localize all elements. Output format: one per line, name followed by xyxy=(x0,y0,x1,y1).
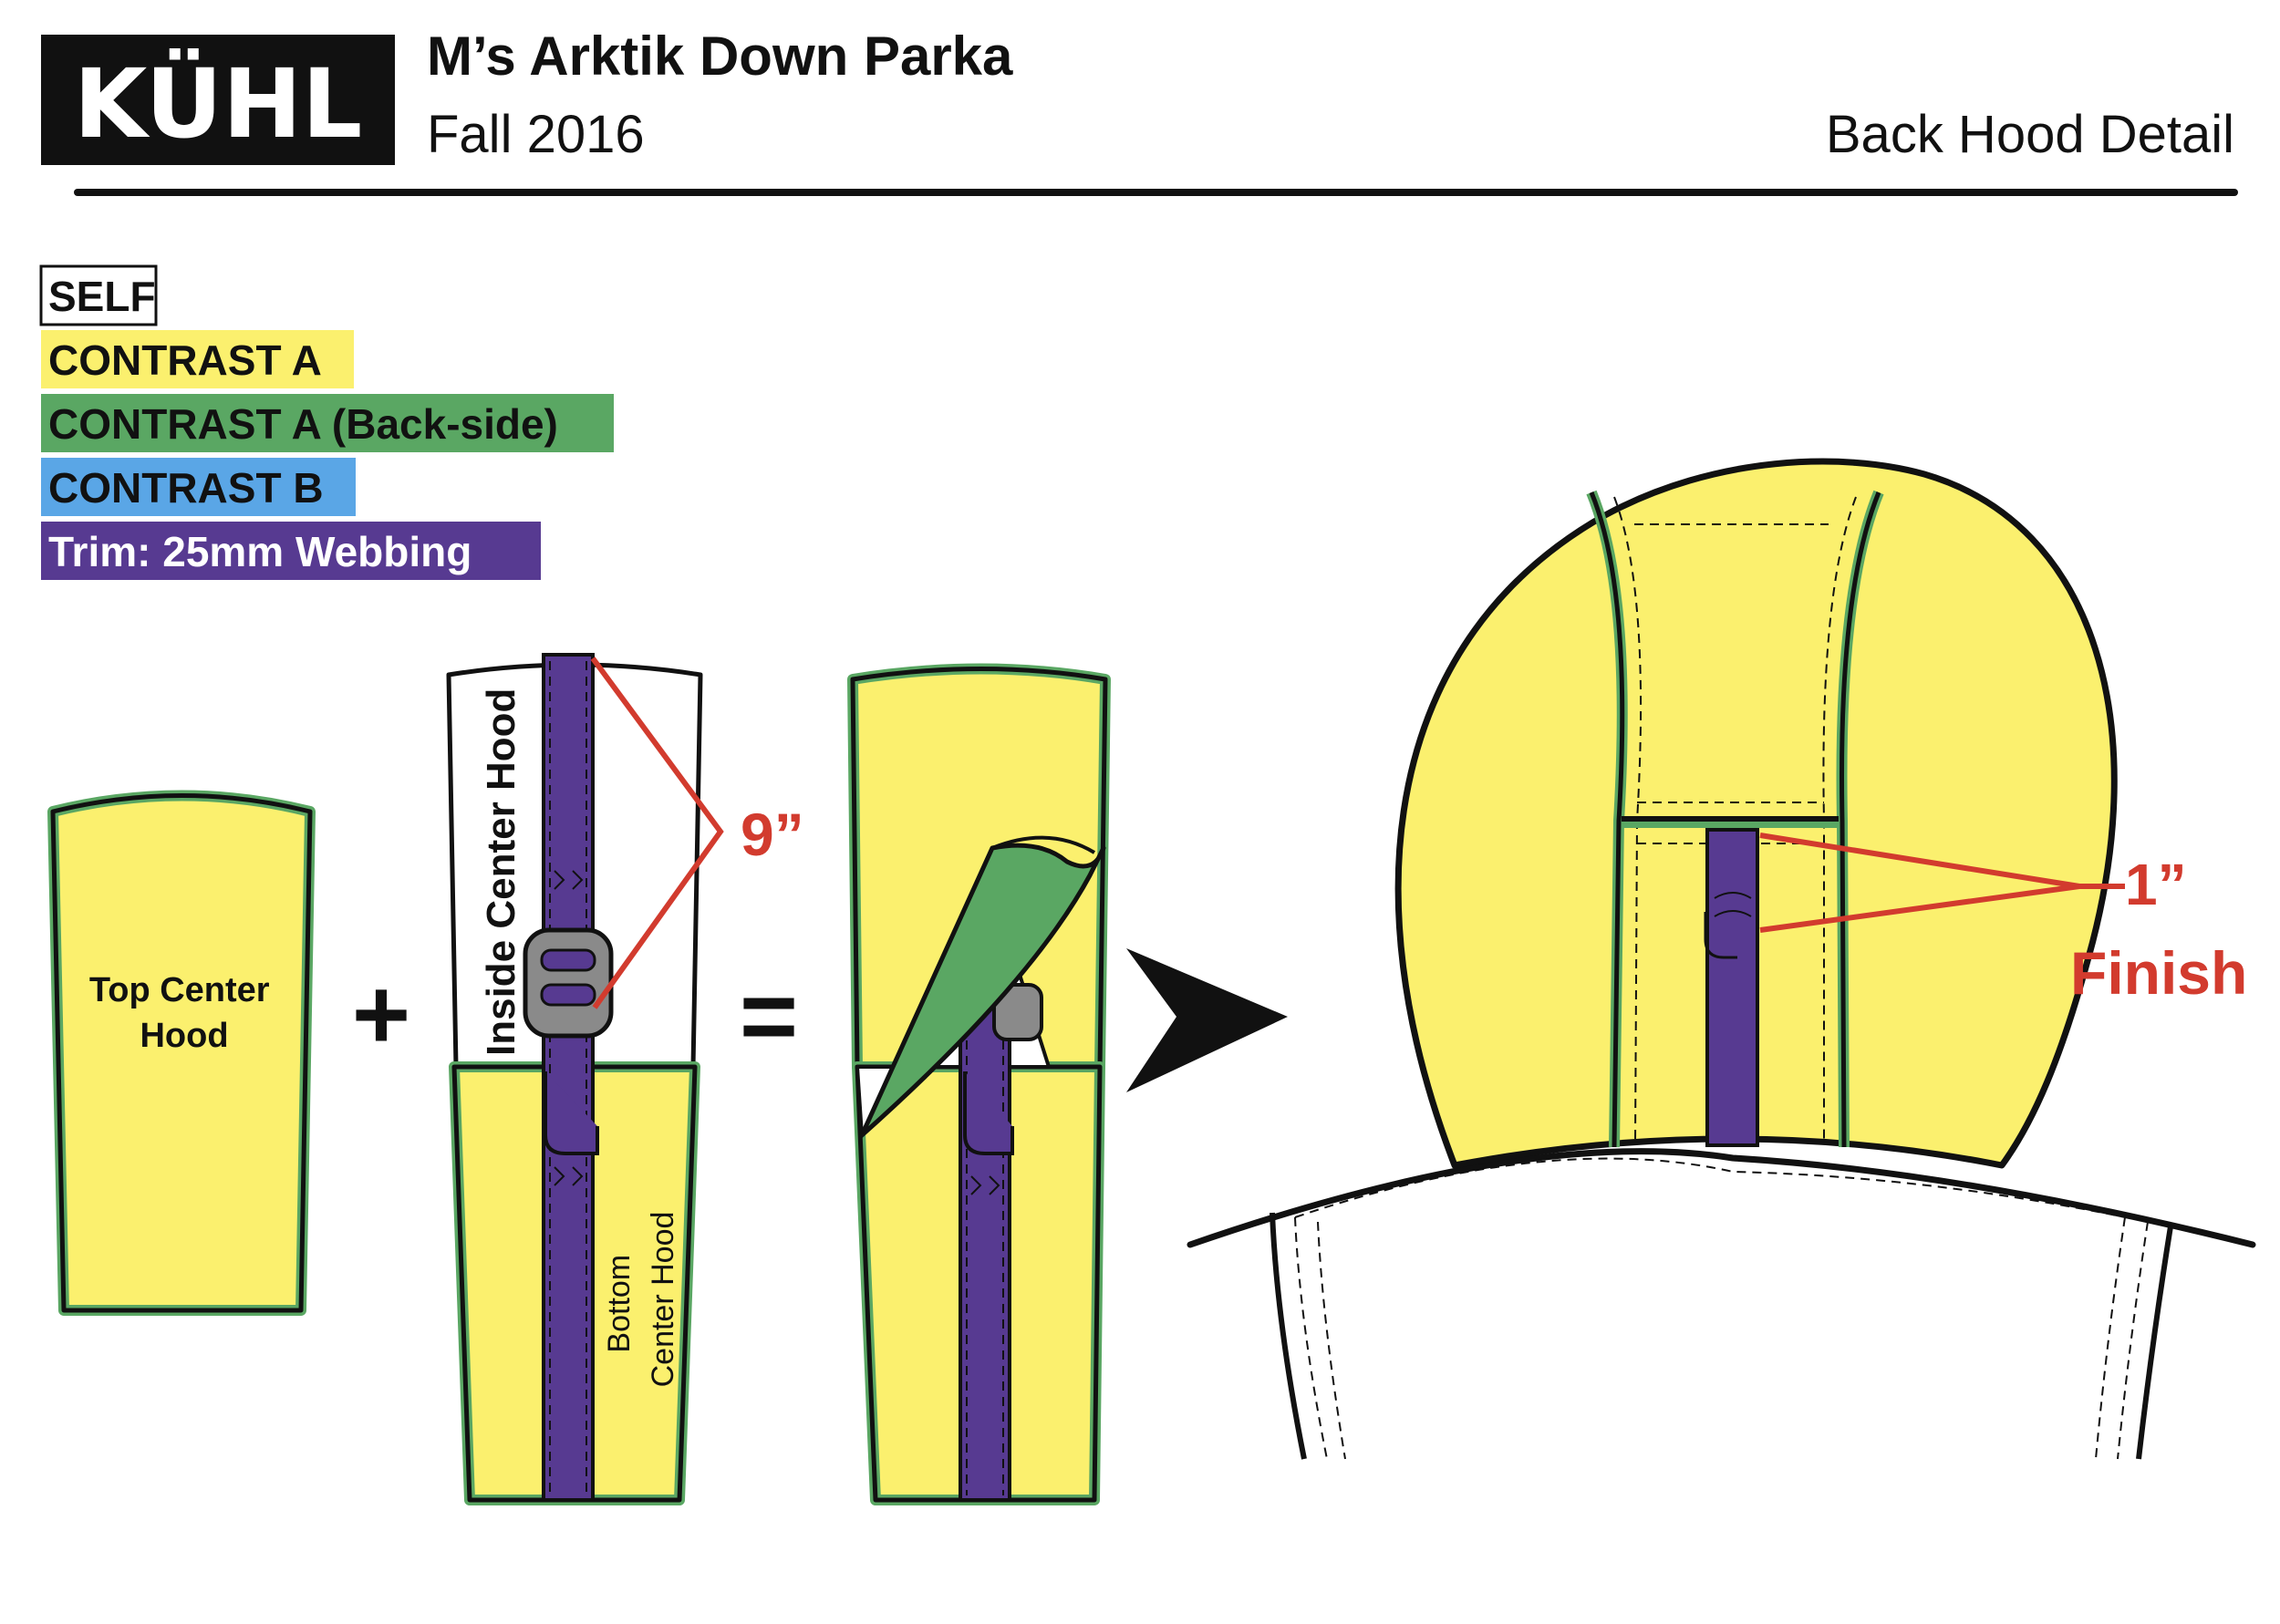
legend-swatch xyxy=(41,330,354,388)
result-arrow-icon xyxy=(1126,948,1288,1092)
ladder-lock-buckle-icon xyxy=(523,927,614,1039)
page-title: M’s Arktik Down Parka xyxy=(427,26,1013,87)
logo: KÜHL xyxy=(41,35,395,165)
view-label: Back Hood Detail xyxy=(1826,105,2234,164)
legend-label: CONTRAST A xyxy=(48,336,322,384)
season-label: Fall 2016 xyxy=(427,105,645,164)
legend-item: CONTRAST A (Back-side) xyxy=(41,394,614,452)
legend-swatch xyxy=(39,264,158,326)
legend-label: SELF xyxy=(48,273,156,320)
legend-item: CONTRAST B xyxy=(41,458,356,516)
legend: SELF CONTRAST A CONTRAST A (Back-side) CONT… xyxy=(39,264,614,580)
back-hood-assembly: 1” Finish xyxy=(1187,458,2256,1460)
plus-operator: + xyxy=(352,958,410,1071)
assembled-center-hood-piece xyxy=(847,663,1111,1505)
legend-item: CONTRAST A xyxy=(41,330,354,388)
legend-item: Trim: 25mm Webbing xyxy=(41,522,541,580)
top-center-hood-label: Top Center Hood xyxy=(89,971,279,1055)
top-center-hood-piece: Top Center Hood xyxy=(47,790,316,1316)
legend-label: Trim: 25mm Webbing xyxy=(48,528,472,575)
bottom-center-hood-label: Bottom Center Hood xyxy=(602,1212,680,1388)
legend-label: CONTRAST A (Back-side) xyxy=(48,400,558,448)
legend-swatch xyxy=(41,522,541,580)
width-callout: 1” xyxy=(2125,852,2187,917)
equals-operator: = xyxy=(740,960,798,1072)
inside-center-hood-piece: Inside Center Hood Bottom Center Hood 9” xyxy=(446,653,804,1505)
legend-swatch xyxy=(41,394,614,452)
length-callout: 9” xyxy=(741,801,804,868)
inside-center-hood-label: Inside Center Hood xyxy=(479,688,523,1056)
legend-label: CONTRAST B xyxy=(48,464,324,512)
legend-swatch xyxy=(41,458,356,516)
finish-callout: Finish xyxy=(2070,939,2247,1007)
legend-item: SELF xyxy=(39,264,158,326)
logo-text: KÜHL xyxy=(74,48,363,160)
